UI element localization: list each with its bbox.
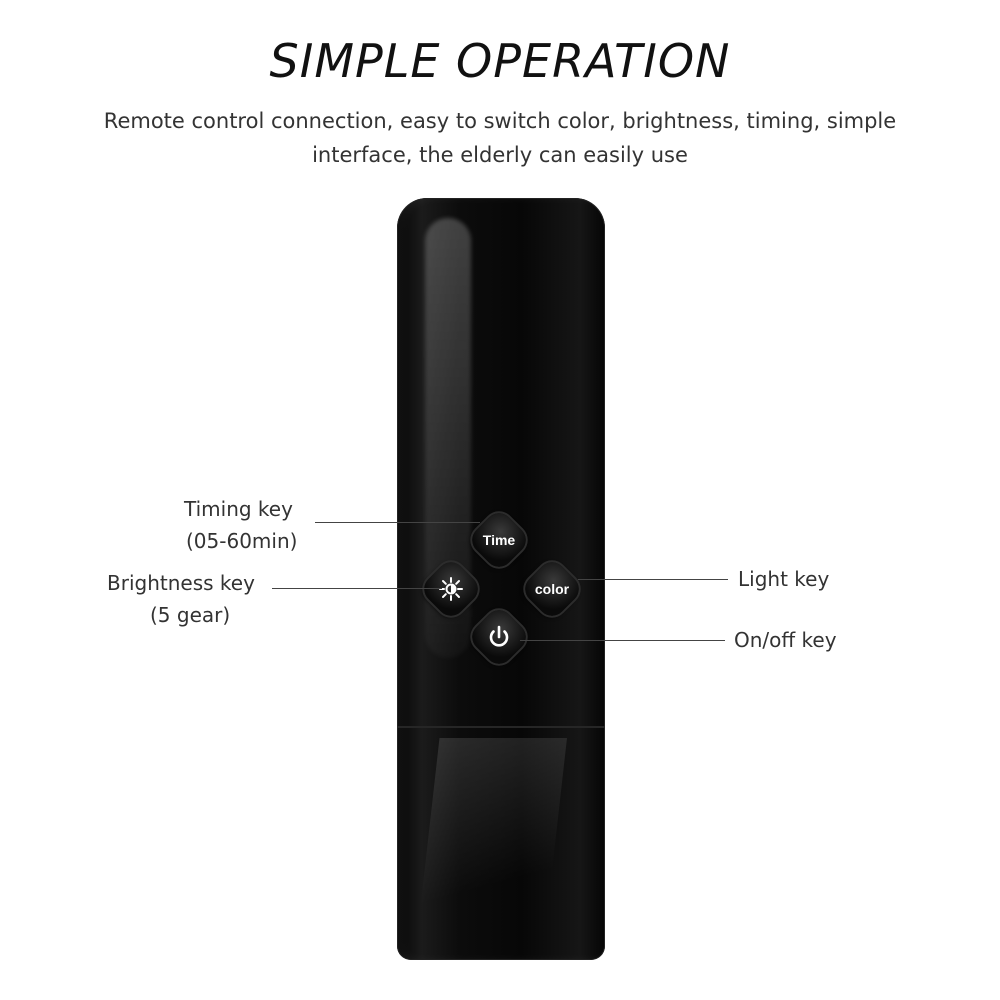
timing-key-label: Timing key: [184, 497, 293, 521]
timing-key-leader-line: [315, 522, 480, 523]
color-key-label: color: [534, 581, 570, 597]
time-key-button[interactable]: Time: [466, 507, 532, 573]
power-icon: [489, 625, 509, 647]
brightness-key-gear: (5 gear): [150, 603, 231, 627]
power-key-button[interactable]: [466, 604, 532, 670]
time-key-label: Time: [482, 532, 516, 548]
remote-seam: [397, 726, 605, 728]
brightness-key-button[interactable]: [418, 556, 484, 622]
light-key-label: Light key: [738, 567, 830, 591]
page-title: SIMPLE OPERATION: [269, 34, 731, 88]
light-key-leader-line: [578, 579, 728, 580]
sun-icon: [439, 577, 463, 601]
brightness-key-leader-line: [272, 588, 442, 589]
remote-lower-sheen: [417, 738, 567, 938]
page-subtitle: Remote control connection, easy to switc…: [103, 109, 897, 167]
onoff-key-label: On/off key: [734, 628, 837, 652]
timing-key-range: (05-60min): [186, 529, 298, 553]
onoff-key-leader-line: [520, 640, 725, 641]
brightness-key-label: Brightness key: [107, 571, 255, 595]
color-key-button[interactable]: color: [519, 556, 585, 622]
